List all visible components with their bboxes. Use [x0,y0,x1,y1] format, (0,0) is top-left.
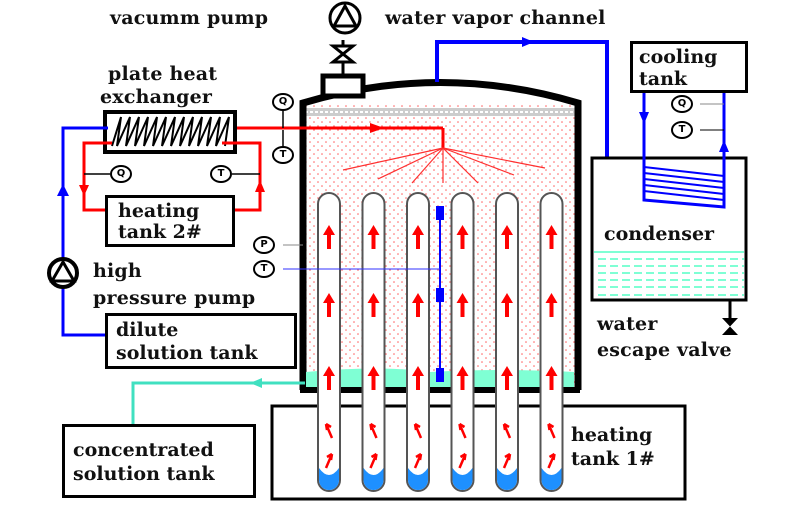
heat-pipe [361,192,386,492]
plate-heat-exchanger-label-1: plate heat [108,63,218,85]
heat-input-arrow-icon [413,452,423,469]
vapor-up-arrow-icon [501,366,513,390]
high-pressure-pump-icon [47,257,79,289]
vapor-up-arrow-icon [501,225,513,249]
vapor-up-arrow-icon [501,293,513,317]
heat-input-arrow-icon [547,422,556,439]
plate-heat-exchanger-label-2: exchanger [100,86,213,108]
heating-tank-2-label-1: heating [118,200,200,222]
cooling-tank-label-1: cooling [639,46,718,68]
condensate-pool [452,468,473,490]
heat-input-arrow-icon [502,422,512,439]
heat-input-arrow-icon [369,422,378,439]
temperature-sensor-vessel: T [253,260,275,278]
vapor-up-arrow-icon [545,366,558,390]
vapor-up-arrow-icon [456,225,469,249]
concentrate-outflow-line [131,378,305,425]
water-escape-valve-icon [722,300,738,335]
cooling-tank: cooling tank [630,41,748,93]
vapor-up-arrow-icon [367,293,380,317]
condensate-pool [497,468,517,490]
heat-input-arrow-icon [369,452,378,469]
heating-tank-1-label-1: heating [571,424,653,446]
heat-input-arrow-icon [324,452,334,469]
condensate-pool [319,468,339,490]
heat-pipe [450,192,475,492]
pressure-sensor-vessel: P [253,236,275,254]
flow-meter-heating-loop: Q [110,165,132,183]
heat-input-arrow-icon [413,422,423,439]
high-pressure-pump-label-2: pressure pump [93,287,256,309]
heat-pipes [317,192,564,492]
temperature-sensor-cooling: T [671,121,693,139]
temperature-sensor-heating-loop: T [210,165,232,183]
vapor-up-arrow-icon [456,293,469,317]
heat-input-arrow-icon [458,452,467,469]
condenser [590,90,748,302]
concentrated-solution-tank-label-2: solution tank [73,463,215,485]
dilute-solution-tank: dilute solution tank [105,313,297,369]
vapor-up-arrow-icon [323,293,335,317]
temperature-sensor-feed: T [272,146,294,164]
heating-tank-2-label-2: tank 2# [118,221,202,243]
vapor-up-arrow-icon [456,366,469,390]
condensate-pool [363,468,384,490]
concentrated-solution-tank-label-1: concentrated [73,439,214,461]
water-escape-valve-label-2: escape valve [597,339,732,361]
heat-pipe [406,192,430,492]
plate-heat-exchanger [103,110,237,154]
heat-pipe [495,192,519,492]
vacuum-port [320,40,366,99]
water-escape-valve-label-1: water [597,313,658,335]
vapor-up-arrow-icon [545,293,558,317]
heating-loop [79,141,265,212]
heat-pipe [539,192,564,492]
vapor-up-arrow-icon [412,225,424,249]
condensate-pool [408,468,428,490]
dilute-solution-tank-label-2: solution tank [116,342,258,364]
water-vapor-channel-label: water vapor channel [385,7,606,29]
flow-meter-cooling: Q [671,95,693,113]
heat-input-arrow-icon [458,422,467,439]
heat-pipe [317,192,341,492]
condenser-label: condenser [604,223,715,245]
flow-meter-feed: Q [272,93,294,111]
vacuum-pump-label: vacumm pump [110,7,269,29]
vacuum-valve-icon [328,44,358,64]
heat-input-arrow-icon [547,452,556,469]
vapor-up-arrow-icon [323,366,335,390]
vapor-up-arrow-icon [367,366,380,390]
concentrated-solution-tank: concentrated solution tank [62,424,256,498]
spray-distributor [236,123,546,184]
heating-tank-1-label-2: tank 1# [571,448,655,470]
level-sensor [283,206,444,382]
vapor-up-arrow-icon [367,225,380,249]
cooling-tank-label-2: tank [639,68,688,90]
vapor-up-arrow-icon [545,225,558,249]
high-pressure-pump-label-1: high [93,260,142,282]
vapor-up-arrow-icon [323,225,335,249]
heating-tank-2: heating tank 2# [105,195,235,247]
vapor-up-arrow-icon [412,366,424,390]
dilute-solution-tank-label-1: dilute [116,319,179,341]
vapor-up-arrow-icon [412,293,424,317]
condensate-pool [541,468,562,490]
heat-input-arrow-icon [502,452,512,469]
vacuum-pump-icon [328,1,362,35]
feed-line [57,126,108,337]
heat-input-arrow-icon [324,422,334,439]
